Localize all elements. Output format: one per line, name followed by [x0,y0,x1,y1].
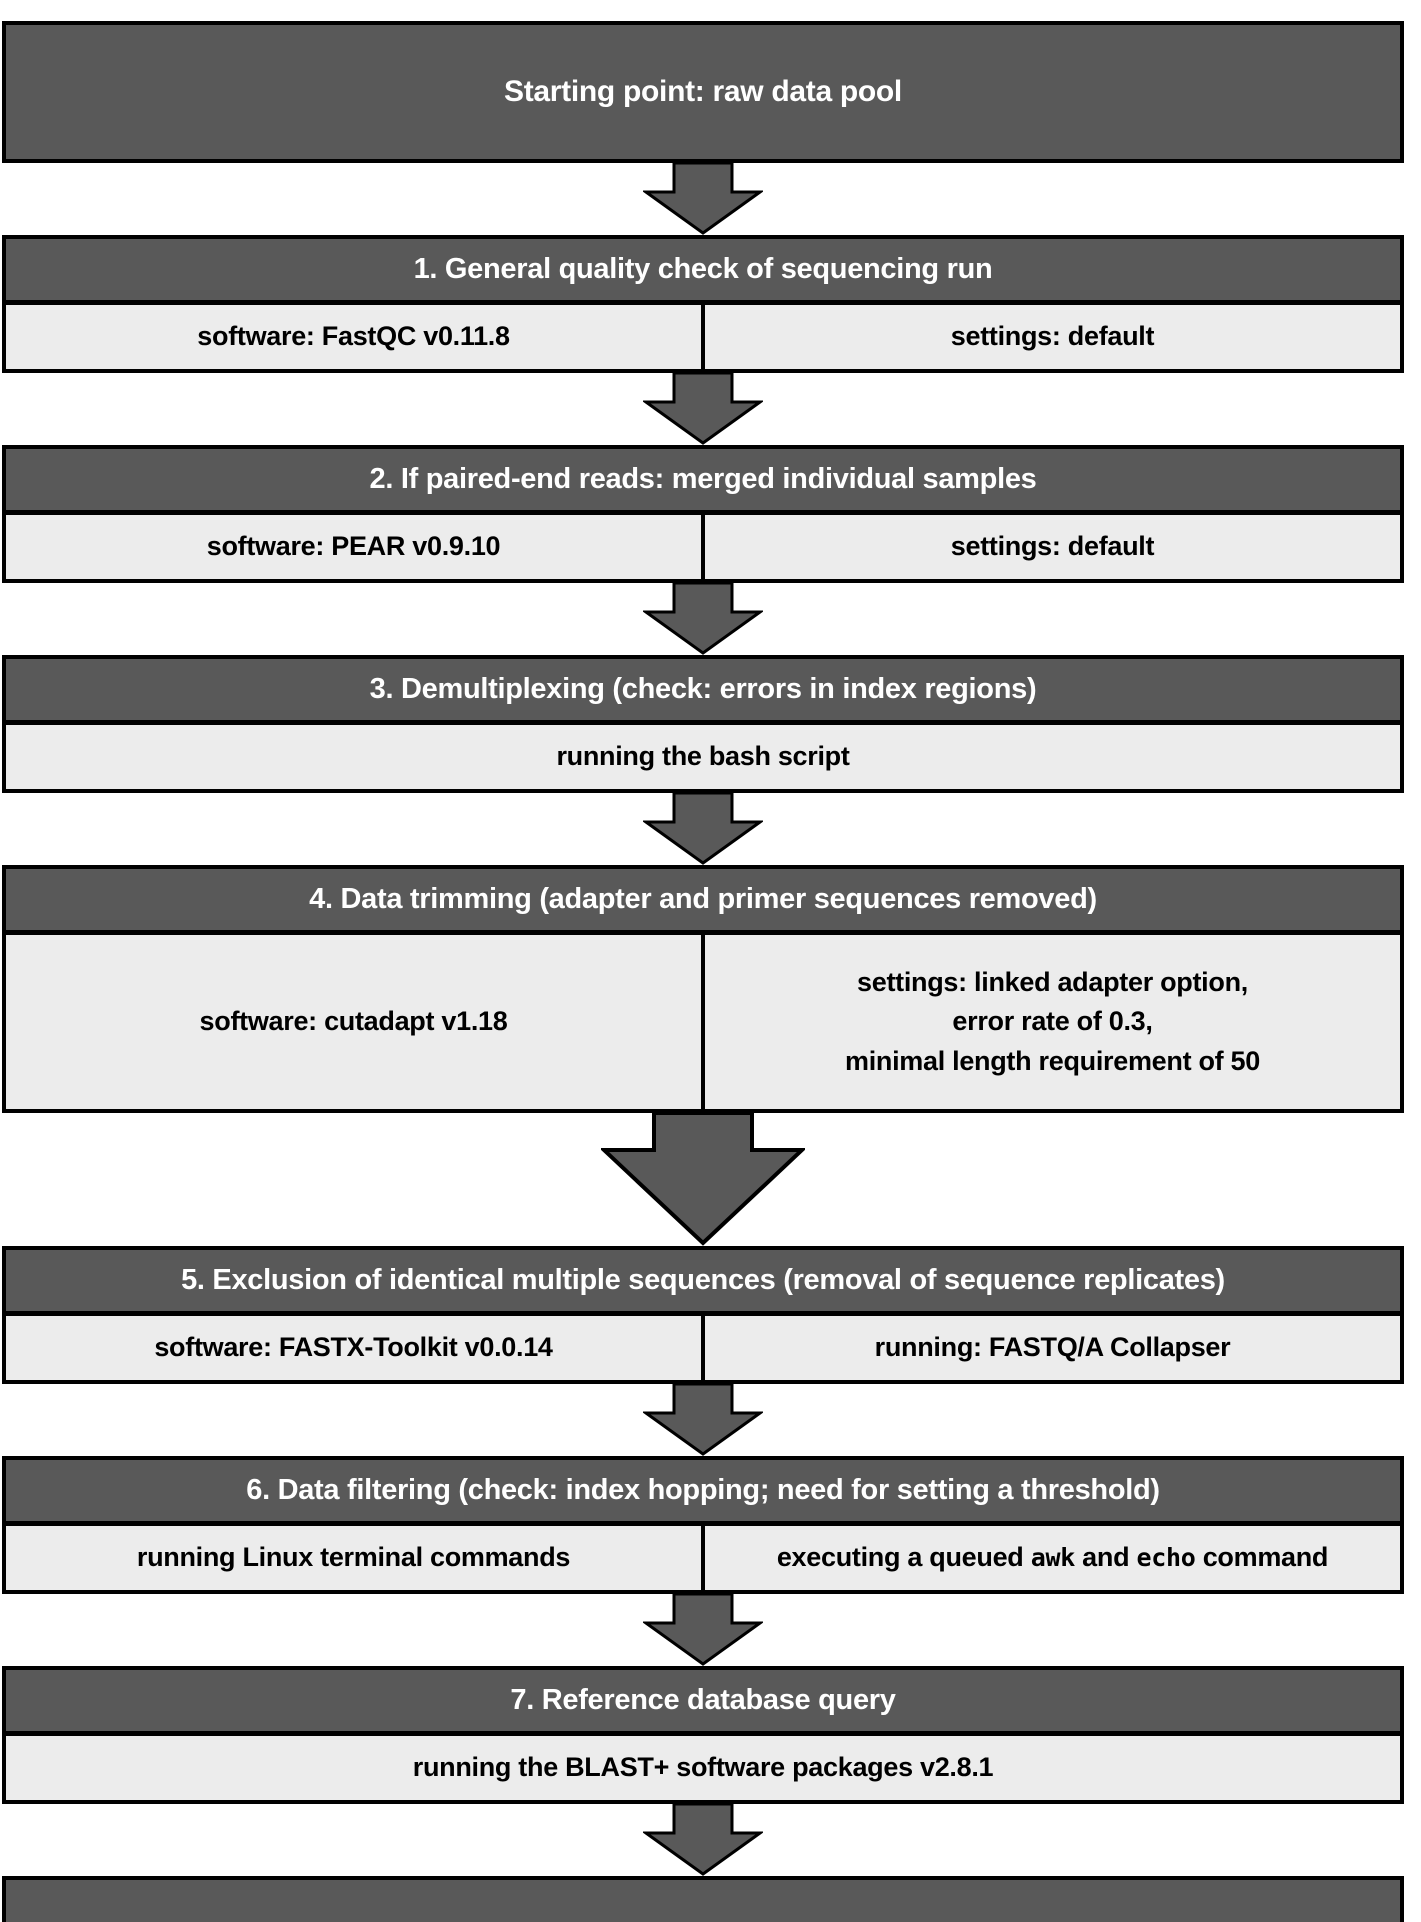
command-text-post: command [1195,1542,1329,1573]
big-down-arrow-icon [601,1113,805,1246]
step-2-cells: software: PEAR v0.9.10 settings: default [6,515,1400,579]
down-arrow-icon [643,163,763,235]
step-3-run-cell: running the bash script [556,741,850,772]
step-2-settings-cell: settings: default [701,515,1400,579]
arrow-gap [2,373,1404,445]
command-text-mid: and [1074,1542,1137,1573]
arrow-gap [2,163,1404,235]
echo-command-text: echo [1136,1543,1196,1573]
start-box: Starting point: raw data pool [2,21,1404,163]
down-arrow-icon [643,1384,763,1456]
step-6-cells: running Linux terminal commands executin… [6,1526,1400,1590]
step-6-command-cell: executing a queued awk and echo command [701,1526,1400,1590]
workflow-flowchart: Starting point: raw data pool 1. General… [2,21,1404,1922]
down-arrow-icon [643,1804,763,1876]
step-7-section: 7. Reference database query running the … [2,1666,1404,1804]
step-4-cells: software: cutadapt v1.18 settings: linke… [6,935,1400,1109]
down-arrow-icon [643,373,763,445]
arrow-gap [2,1384,1404,1456]
down-arrow-icon [643,1594,763,1666]
step-2-header: 2. If paired-end reads: merged individua… [6,449,1400,515]
step-4-settings-line: minimal length requirement of 50 [845,1045,1260,1076]
step-1-software-cell: software: FastQC v0.11.8 [197,321,510,352]
step-1-title: 1. General quality check of sequencing r… [413,253,993,285]
step-4-section: 4. Data trimming (adapter and primer seq… [2,865,1404,1113]
step-5-software-cell: software: FASTX-Toolkit v0.0.14 [154,1332,553,1363]
step-1-section: 1. General quality check of sequencing r… [2,235,1404,373]
start-box-title: Starting point: raw data pool [504,75,902,108]
arrow-gap [2,793,1404,865]
step-5-header: 5. Exclusion of identical multiple seque… [6,1250,1400,1316]
step-2-section: 2. If paired-end reads: merged individua… [2,445,1404,583]
down-arrow-icon [643,793,763,865]
step-4-settings-line: settings: linked adapter option, [857,967,1248,998]
step-6-title: 6. Data filtering (check: index hopping;… [246,1474,1160,1506]
step-6-section: 6. Data filtering (check: index hopping;… [2,1456,1404,1594]
step-7-run-cell: running the BLAST+ software packages v2.… [412,1752,994,1783]
step-5-run-cell: running: FASTQ/A Collapser [701,1316,1400,1380]
next-step-box-partial [2,1876,1404,1922]
step-7-title: 7. Reference database query [510,1684,896,1716]
step-4-header: 4. Data trimming (adapter and primer seq… [6,869,1400,935]
step-2-title: 2. If paired-end reads: merged individua… [369,463,1037,495]
step-1-cells: software: FastQC v0.11.8 settings: defau… [6,305,1400,369]
step-3-title: 3. Demultiplexing (check: errors in inde… [369,673,1037,705]
step-4-title: 4. Data trimming (adapter and primer seq… [309,883,1097,915]
step-6-command-text: executing a queued awk and echo command [776,1538,1329,1577]
step-3-header: 3. Demultiplexing (check: errors in inde… [6,659,1400,725]
arrow-gap [2,1804,1404,1876]
step-2-software-cell: software: PEAR v0.9.10 [206,531,501,562]
step-4-software-cell: software: cutadapt v1.18 [199,1006,508,1037]
arrow-gap [2,1594,1404,1666]
step-3-section: 3. Demultiplexing (check: errors in inde… [2,655,1404,793]
step-6-header: 6. Data filtering (check: index hopping;… [6,1460,1400,1526]
step-6-run-cell: running Linux terminal commands [136,1542,571,1573]
command-text-pre: executing a queued [776,1542,1031,1573]
step-4-settings-cell: settings: linked adapter option, error r… [701,935,1400,1109]
step-5-title: 5. Exclusion of identical multiple seque… [181,1264,1225,1296]
step-5-cells: software: FASTX-Toolkit v0.0.14 running:… [6,1316,1400,1380]
step-7-header: 7. Reference database query [6,1670,1400,1736]
arrow-gap [2,1113,1404,1246]
step-7-cells: running the BLAST+ software packages v2.… [6,1736,1400,1800]
step-5-section: 5. Exclusion of identical multiple seque… [2,1246,1404,1384]
step-1-header: 1. General quality check of sequencing r… [6,239,1400,305]
step-3-cells: running the bash script [6,725,1400,789]
step-4-settings-line: error rate of 0.3, [952,1006,1153,1037]
step-1-settings-cell: settings: default [701,305,1400,369]
arrow-gap [2,583,1404,655]
awk-command-text: awk [1030,1543,1076,1573]
down-arrow-icon [643,583,763,655]
